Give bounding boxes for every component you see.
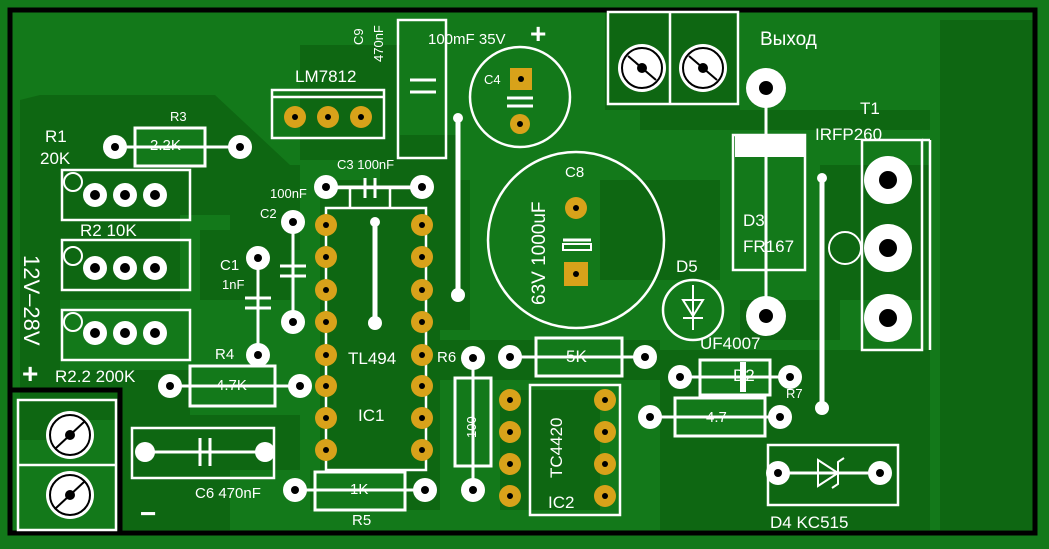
supply-minus-sign: − [140, 498, 157, 529]
zener-symbol [817, 457, 845, 489]
r3-value: 2.2K [150, 137, 181, 154]
r5-label: R5 [352, 512, 372, 529]
d3-label: D3 [743, 211, 765, 230]
tl494-label: TL494 [348, 349, 397, 368]
mosfet-symbol [828, 230, 863, 270]
plus-sign-top: + [530, 18, 547, 49]
r4-label: R4 [215, 346, 235, 363]
c1-label: C1 [220, 257, 240, 274]
r7-label: R7 [786, 386, 803, 401]
c6-label: C6 470nF [195, 485, 261, 502]
ic2-label: IC2 [548, 493, 575, 512]
c2-label: C2 [260, 206, 277, 221]
tc4420-label: TC4420 [547, 417, 566, 478]
gold-pads [284, 68, 616, 507]
r1-label: R1 [45, 127, 67, 146]
c9-value: 470nF [371, 25, 386, 62]
c1-value: 1nF [222, 277, 245, 292]
c9-label: C9 [351, 28, 366, 45]
r100-value: 100 [464, 416, 479, 438]
jumper-wires [372, 118, 825, 408]
r2-label: R2 10K [80, 221, 137, 240]
r3-label: R3 [170, 109, 187, 124]
gate-pin-label: G [894, 188, 909, 199]
irfp260-label: IRFP260 [815, 125, 883, 144]
r22-label: R2.2 200K [55, 367, 136, 386]
c8-label: C8 [565, 164, 585, 181]
d2-label: D2 [733, 366, 755, 385]
jumper-ends [368, 113, 829, 415]
d3-value: FR167 [743, 237, 795, 256]
d5-label: D5 [676, 257, 698, 276]
silkscreen-outlines [16, 10, 932, 532]
board-outline [7, 7, 1038, 536]
capacitor-plates [198, 78, 591, 466]
t1-label: T1 [860, 99, 880, 118]
r4-value: 4.7K [216, 377, 247, 394]
supply-voltage-label: 12V–28V [19, 255, 44, 346]
d3-band [735, 135, 805, 157]
output-label: Выход [760, 29, 817, 50]
c8-value: 63V 1000uF [529, 201, 550, 305]
drain-pin-label: D [894, 255, 909, 265]
white-pads [46, 44, 912, 519]
r6-label: R6 [437, 349, 457, 366]
c3-label: C3 100nF [337, 157, 395, 172]
supply-plus-sign: + [22, 358, 39, 389]
r6-value: 5K [566, 347, 587, 366]
r1-value: 20K [40, 149, 71, 168]
c4-label: C4 [484, 72, 501, 87]
lm7812-label: LM7812 [295, 67, 357, 86]
c2-value: 100nF [270, 186, 307, 201]
c9-cap-value: 100mF 35V [428, 31, 506, 48]
ic1-label: IC1 [358, 406, 385, 425]
source-pin-label: S [894, 310, 909, 319]
uf4007-label: UF4007 [700, 334, 761, 353]
r7-value: 4.7 [706, 409, 727, 426]
r5-value: 1K [350, 481, 369, 498]
led-symbol [681, 285, 705, 330]
d4-label: D4 KC515 [770, 513, 849, 532]
